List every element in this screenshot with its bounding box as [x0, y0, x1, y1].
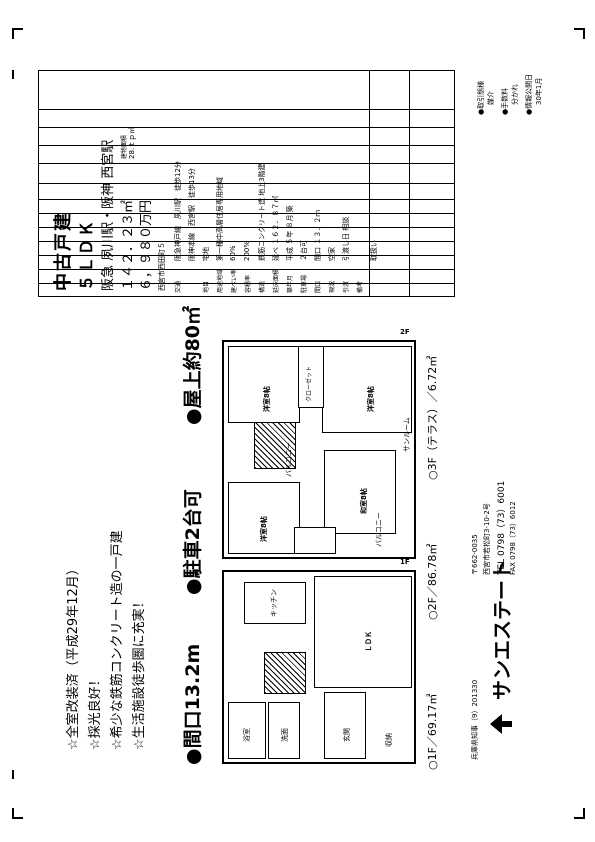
label-2f-w1: 洋室8帖	[263, 386, 271, 412]
feature-4: ☆生活施設徒歩圏に充実！	[132, 595, 147, 750]
spec-row-label: 現況	[329, 280, 336, 293]
corner-mark	[574, 808, 585, 819]
spec-row-value: ２台可	[300, 240, 308, 261]
label-2f-w3: 洋室8帖	[260, 516, 268, 542]
room-west-3	[228, 482, 300, 554]
spec-row-value: 間口 １３．２ｍ	[314, 209, 322, 261]
access-line: 阪急 夙川駅・阪神 西宮駅	[101, 139, 116, 291]
building-area: 28.ｔｐ㎡	[128, 126, 136, 159]
right-value-1: 媒介	[487, 91, 495, 105]
right-item-3: ●情報公開日	[525, 73, 533, 115]
feature-1: ☆全室改装済（平成29年12月）	[66, 562, 81, 750]
corner-mark	[12, 770, 23, 779]
property-type: 中古戸建	[53, 211, 74, 291]
spec-row-value: 引渡し日 相談	[342, 216, 350, 261]
spec-row-label: 築年月	[287, 274, 294, 293]
floor-plan-1f: ＬＤＫ キッチン 浴室 洗面 玄関 収納 1F	[222, 558, 416, 764]
land-area: １４２．２３㎡	[121, 199, 136, 291]
spec-row-label: 間口	[315, 280, 322, 293]
feature-2: ☆採光良好！	[88, 673, 103, 750]
corner-mark	[574, 28, 585, 39]
right-value-2: 分かれ	[511, 84, 519, 105]
spec-row-label: 駐車場	[301, 274, 308, 293]
company-address: 西宮市若松町3-10-2号	[483, 503, 491, 575]
staircase-2f	[254, 422, 296, 469]
highlight-frontage: ●間口13.2m	[182, 643, 204, 765]
balcony-2f	[294, 527, 336, 554]
company-tel: TEL 0798（73）6001	[497, 480, 507, 575]
company-logo-icon	[490, 714, 512, 734]
label-entrance: 玄関	[343, 728, 351, 742]
property-layout: ５ＬＤＫ	[77, 218, 96, 291]
spec-row-label: 容積率	[245, 274, 252, 293]
spec-row-label: 交通	[175, 280, 182, 293]
spec-row-value: 第一種中高層住居専用地域	[216, 177, 224, 261]
room-japanese	[324, 450, 396, 534]
spec-row-value: 空家	[328, 247, 336, 261]
corner-mark	[12, 28, 23, 39]
label-2f: 2F	[400, 328, 410, 336]
label-1f: 1F	[400, 558, 410, 566]
spec-row-label: 用途地域	[217, 268, 224, 293]
bath-1f	[228, 702, 266, 759]
spec-row-label: 建ぺい率	[231, 268, 238, 293]
closet	[298, 346, 324, 408]
label-2f-japanese: 和室8帖	[360, 488, 368, 514]
right-item-1: ●取引態様	[477, 80, 485, 115]
spec-row-value: 60%	[229, 245, 237, 261]
wash-1f	[268, 702, 300, 759]
label-storage: 収納	[385, 733, 393, 747]
area-2f: ○2F／86.78㎡	[426, 543, 439, 620]
label-balcony-1: バルコニー	[285, 442, 293, 477]
spec-row-label: 延床面積	[273, 268, 280, 293]
price: ６，９８０万円	[139, 199, 154, 291]
address: 西宮市西田町５	[158, 242, 166, 291]
area-3f: ○3F（テラス）／6.72㎡	[426, 355, 439, 480]
staircase-1f	[264, 652, 306, 694]
spec-row-value: 阪急神戸線 夙川駅 徒歩12分	[174, 161, 182, 261]
spec-row-value: 平成 ５年 ８月 築	[286, 205, 294, 261]
label-wash: 洗面	[281, 728, 289, 742]
room-west-1	[228, 346, 300, 423]
spec-row-value: 延べ １６２．８７㎡	[272, 195, 280, 261]
feature-3: ☆希少な鉄筋コンクリート造の一戸建	[110, 530, 125, 750]
spec-row-label: 構造	[259, 280, 266, 293]
spec-row-label: 備考	[357, 280, 364, 293]
label-kitchen: キッチン	[270, 589, 278, 617]
label-closet: クローゼット	[306, 365, 313, 402]
room-west-2	[322, 346, 412, 433]
company-postal: 〒662-0035	[471, 534, 479, 575]
label-balcony-2: バルコニー	[375, 512, 383, 547]
floor-plan-2f: 洋室8帖 クローゼット 洋室8帖 和室8帖 洋室8帖 バルコニー バルコニー サ…	[222, 328, 416, 559]
right-item-2: ●手数料	[501, 87, 509, 115]
label-bath: 浴室	[243, 728, 251, 742]
spec-row-label: 引渡	[343, 280, 350, 293]
spec-row-value: 200%	[243, 240, 251, 261]
label-sunroom: サンルーム	[403, 417, 411, 452]
area-1f: ○1F／69.17㎡	[426, 693, 439, 770]
company-fax: FAX 0798（73）6012	[509, 501, 517, 575]
ldk-1f	[314, 576, 412, 688]
corner-mark	[12, 808, 23, 819]
kitchen-1f	[244, 582, 306, 624]
spec-row-value: 鉄筋コンクリート造 地上3階建	[258, 163, 266, 261]
entrance-1f	[324, 692, 366, 759]
spec-row-value: 宅地	[202, 247, 210, 261]
spec-row-value: 取扱い	[370, 240, 378, 261]
company-name: サンエステート	[490, 560, 514, 700]
company-license: 兵庫県知事（9）201330	[471, 679, 479, 760]
highlight-roof: ●屋上約80㎡	[182, 305, 204, 425]
spec-row-value: 阪神本線 西宮駅 徒歩13分	[188, 168, 196, 261]
right-value-3: 30年1月	[535, 77, 543, 105]
label-2f-w2: 洋室8帖	[367, 386, 375, 412]
corner-mark	[12, 70, 23, 79]
label-ldk: ＬＤＫ	[365, 631, 373, 652]
spec-row-label: 地目	[203, 280, 210, 293]
spec-sheet: 中古戸建 ５ＬＤＫ 阪急 夙川駅・阪神 西宮駅 １４２．２３㎡ 建物面積 28.…	[38, 70, 455, 297]
highlight-parking: ●駐車2台可	[182, 489, 204, 595]
